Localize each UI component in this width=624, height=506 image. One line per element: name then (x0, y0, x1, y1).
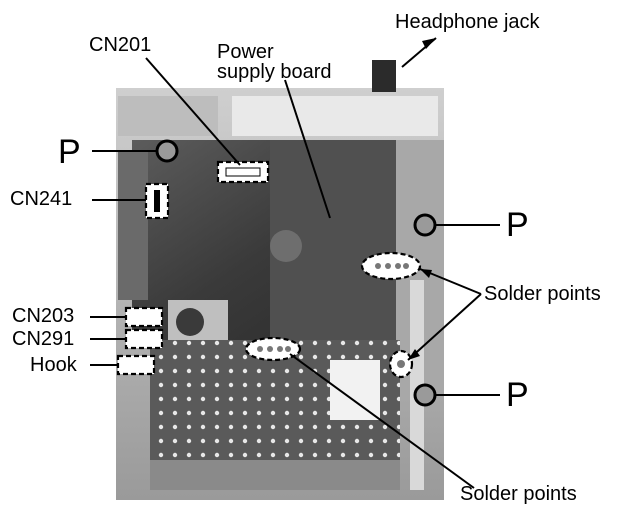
arrow-solder-a (420, 269, 432, 278)
leader-solder-right-b (407, 293, 482, 361)
component-round (270, 230, 302, 262)
cn291-box (124, 328, 164, 350)
leader-power-supply (284, 79, 331, 219)
p-marker-bottom-right (413, 383, 437, 407)
cn201-connector (225, 167, 261, 177)
capacitor (176, 308, 204, 336)
label-cn241: CN241 (10, 188, 73, 210)
arrow-solder-b (408, 349, 420, 360)
cn241-connector (154, 190, 160, 212)
top-bracket (232, 96, 438, 136)
left-wall (118, 150, 148, 300)
device-photo (116, 60, 444, 500)
label-power-line1: Power (217, 41, 274, 63)
label-cn291: CN291 (12, 328, 75, 350)
label-headphone-jack: Headphone jack (395, 11, 540, 33)
right-rail (410, 280, 424, 490)
p-marker-top-left (155, 139, 179, 163)
headphone-jack-part (372, 60, 396, 92)
label-hook: Hook (30, 354, 77, 376)
leader-cn201 (145, 57, 241, 166)
hook-box (116, 354, 156, 376)
label-p-top-left: P (58, 133, 81, 171)
label-cn201: CN201 (89, 34, 152, 56)
solder-dots (257, 263, 409, 368)
p-marker-mid-right (413, 213, 437, 237)
bottom-edge (150, 460, 400, 490)
white-label (330, 360, 380, 420)
arrow-heads (408, 38, 436, 360)
label-power-line2: supply board (217, 61, 332, 83)
label-solder-points-bottom: Solder points (460, 483, 577, 505)
leader-solder-bottom (289, 353, 475, 489)
arrow-headphone-jack (422, 38, 436, 49)
cn203-box (124, 306, 164, 328)
top-left-housing (118, 96, 218, 136)
label-cn203: CN203 (12, 305, 75, 327)
label-p-bottom-right: P (506, 376, 529, 414)
label-solder-points-right: Solder points (484, 283, 601, 305)
leader-lines (90, 37, 500, 489)
label-p-mid-right: P (506, 206, 529, 244)
